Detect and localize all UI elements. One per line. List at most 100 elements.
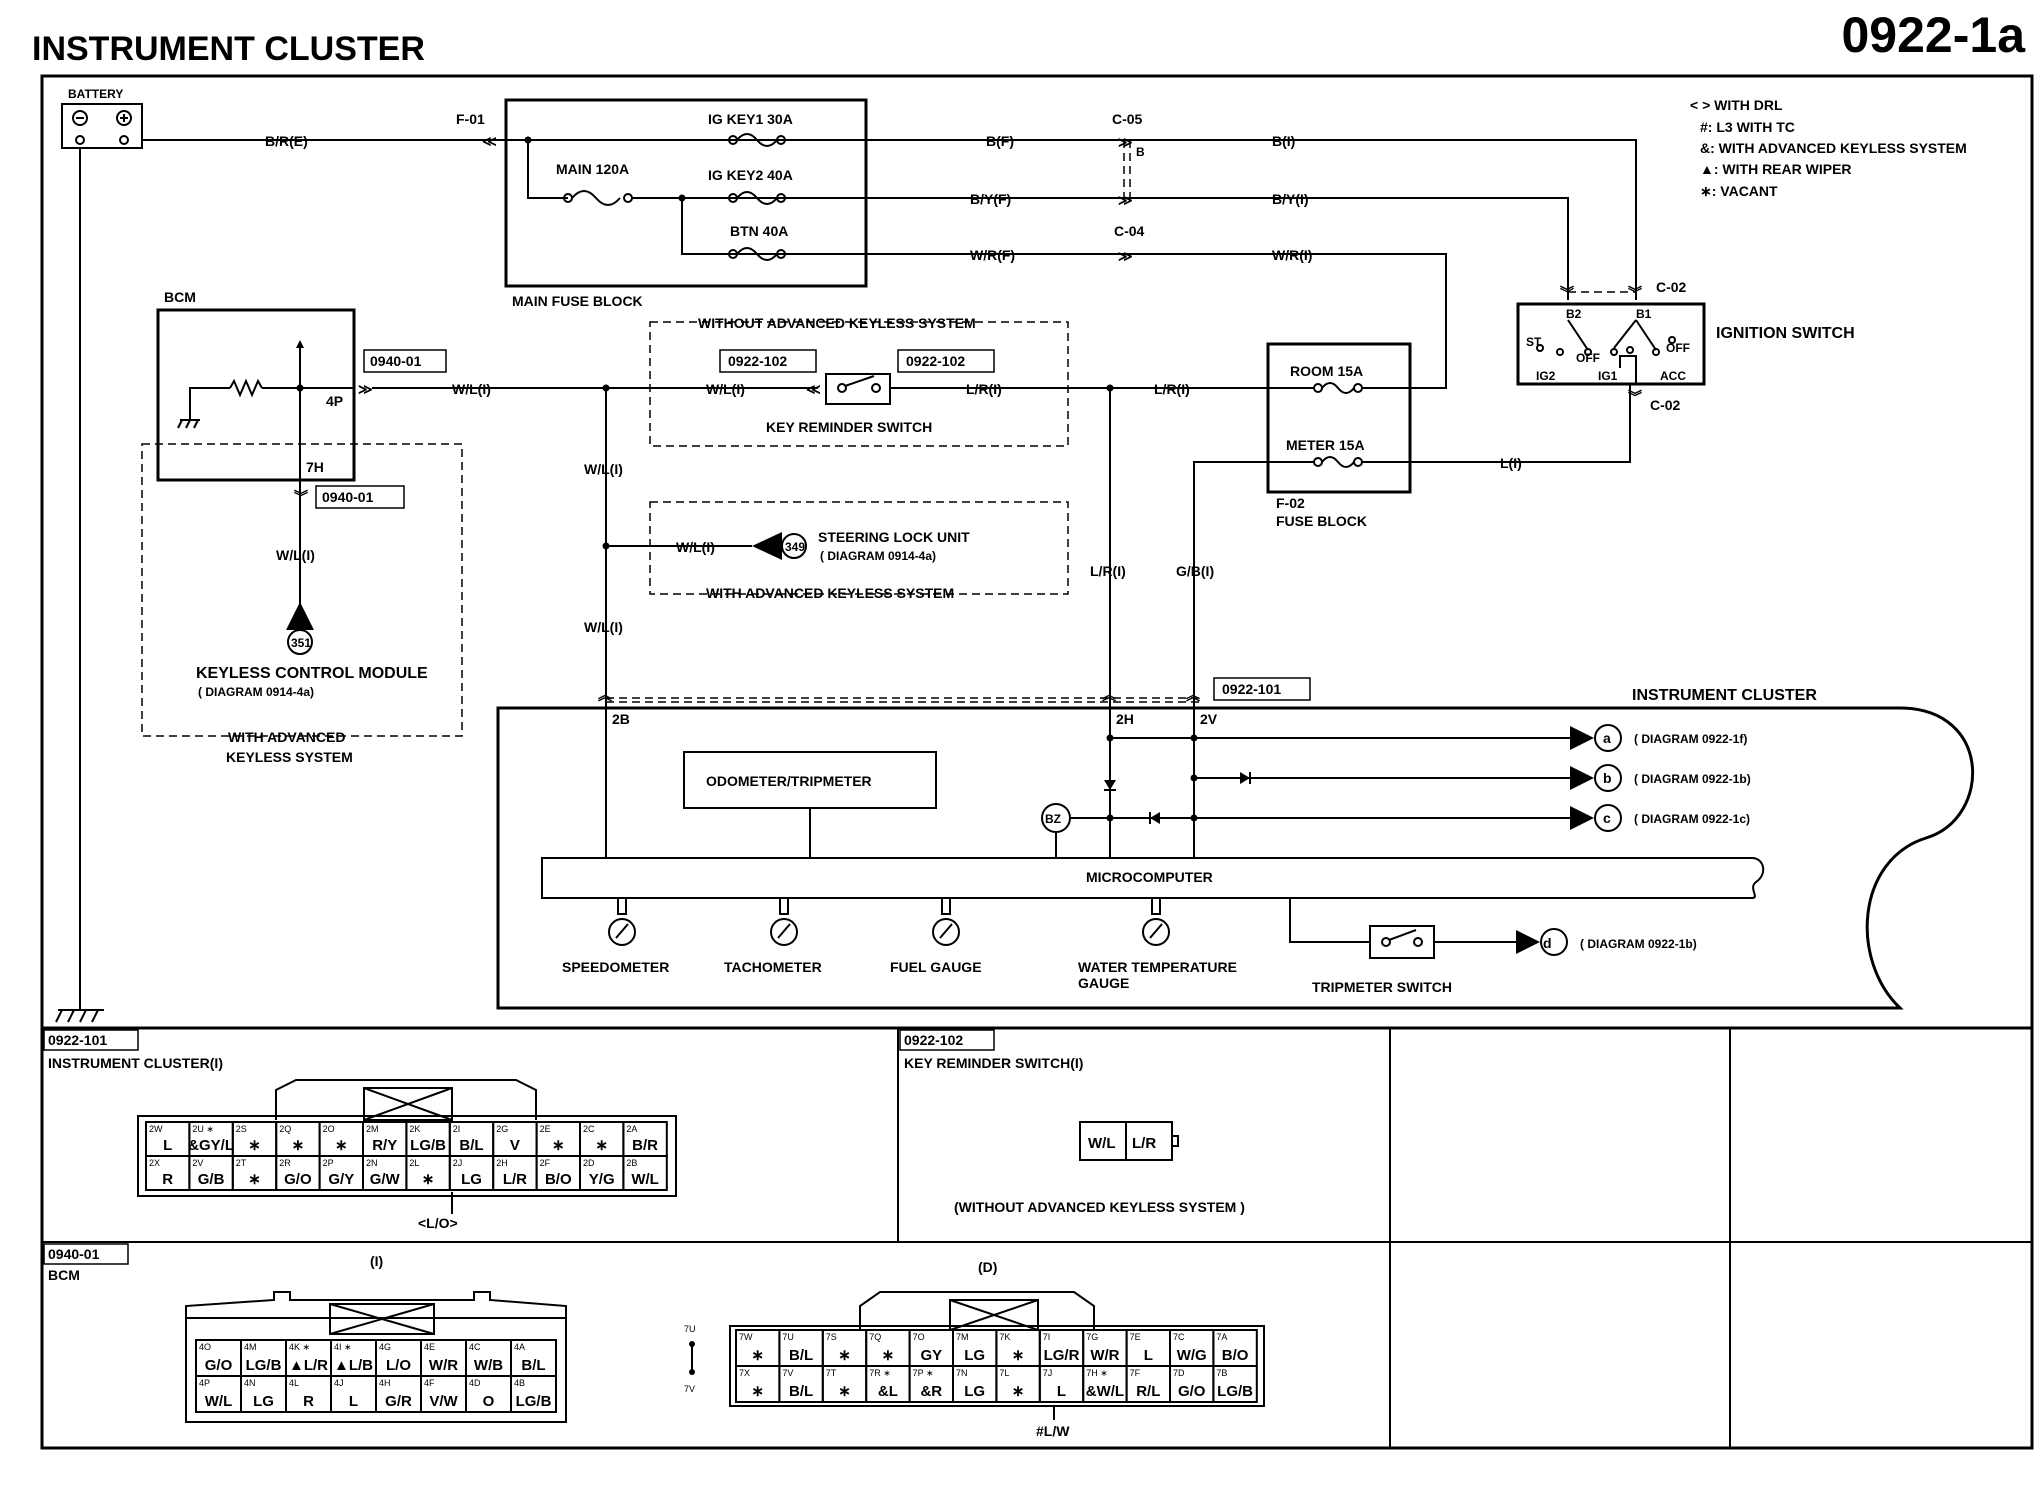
pin-number: 4G [379, 1342, 391, 1352]
pin-number: 4A [514, 1342, 525, 1352]
pin-wire: B/L [459, 1137, 483, 1154]
svg-text:< > WITH DRL: < > WITH DRL [1690, 97, 1783, 113]
pin-number: 7L [999, 1368, 1009, 1378]
wl-bus [372, 384, 1268, 700]
svg-text:≫: ≫ [358, 381, 373, 397]
pin-number: 2B [626, 1158, 637, 1168]
svg-text:B/Y(F): B/Y(F) [970, 191, 1011, 207]
svg-text:(I): (I) [370, 1253, 383, 1269]
svg-text:4P: 4P [326, 393, 343, 409]
buzzer [1041, 803, 1071, 833]
fuse-block-label: FUSE BLOCK [1276, 513, 1367, 529]
svg-text:L/R(I): L/R(I) [1154, 381, 1190, 397]
pin-wire: LG/B [1217, 1383, 1253, 1400]
pin-number: 2L [409, 1158, 419, 1168]
output-refs: a ( DIAGRAM 0922-1f) b ( DIAGRAM 0922-1b… [1543, 730, 1751, 951]
pin-wire: ∗ [552, 1137, 565, 1154]
pin-wire: ∗ [422, 1171, 435, 1188]
pin-number: 2A [626, 1124, 637, 1134]
steering-lock-label: STEERING LOCK UNIT [818, 529, 970, 545]
ignition-switch [1516, 302, 1706, 386]
water-temp-label: WATER TEMPERATURE [1078, 959, 1237, 975]
svg-text:0922-101: 0922-101 [1222, 681, 1281, 697]
pin-wire: W/B [474, 1357, 503, 1374]
ic-connector-title: INSTRUMENT CLUSTER(I) [48, 1055, 223, 1071]
fuse-ig-key1: IG KEY1 30A [708, 111, 793, 127]
pin-wire: G/B [198, 1171, 225, 1188]
pin-number: 4E [424, 1342, 435, 1352]
svg-text:2B: 2B [612, 711, 630, 727]
svg-text:≪: ≪ [482, 133, 497, 149]
pin-number: 7H ∗ [1086, 1368, 1108, 1378]
svg-text:( DIAGRAM 0922-1f): ( DIAGRAM 0922-1f) [1634, 732, 1747, 746]
svg-text:KEYLESS SYSTEM: KEYLESS SYSTEM [226, 749, 353, 765]
pin-wire: R [303, 1393, 314, 1410]
main-fuse-block-label: MAIN FUSE BLOCK [512, 293, 643, 309]
pin-wire: ∗ [335, 1137, 348, 1154]
pin-wire: W/L [205, 1393, 233, 1410]
svg-text:︾: ︾ [1628, 285, 1642, 301]
svg-text:#: L3 WITH TC: #: L3 WITH TC [1700, 119, 1795, 135]
pin-number: 2P [323, 1158, 334, 1168]
pin-wire: LG [253, 1393, 274, 1410]
svg-text:IG2: IG2 [1536, 369, 1556, 383]
pin-wire: L [349, 1393, 358, 1410]
svg-text:( DIAGRAM 0922-1b): ( DIAGRAM 0922-1b) [1580, 937, 1697, 951]
connector-grid [42, 1028, 2032, 1448]
pin-number: 7C [1173, 1332, 1185, 1342]
pin-wire: LG [964, 1347, 985, 1364]
pin-wire: G/O [1178, 1383, 1206, 1400]
svg-text:GAUGE: GAUGE [1078, 975, 1129, 991]
pin-wire: L [1057, 1383, 1066, 1400]
svg-text:(WITHOUT ADVANCED KEYLESS SYST: (WITHOUT ADVANCED KEYLESS SYSTEM ) [954, 1199, 1245, 1215]
svg-text:∗: VACANT: ∗: VACANT [1700, 183, 1778, 199]
svg-text:b: b [1603, 770, 1612, 786]
pin-number: 2G [496, 1124, 508, 1134]
pin-number: 2J [453, 1158, 463, 1168]
svg-text:OFF: OFF [1666, 341, 1690, 355]
pin-wire: ▲L/R [289, 1357, 328, 1374]
pin-wire: LG [461, 1171, 482, 1188]
pin-wire: Y/G [589, 1171, 615, 1188]
svg-text:W/R(F): W/R(F) [970, 247, 1015, 263]
pin-wire: &GY/L [188, 1137, 234, 1154]
fuse-block-f02 [1266, 342, 1412, 494]
svg-text:0940-01: 0940-01 [48, 1246, 100, 1262]
svg-text:d: d [1543, 935, 1552, 951]
pin-wire: ∗ [595, 1137, 608, 1154]
pin-number: 4O [199, 1342, 211, 1352]
pin-wire: V/W [429, 1393, 458, 1410]
pin-wire: B/L [789, 1347, 813, 1364]
pin-wire: G/R [385, 1393, 412, 1410]
pin-wire: ∗ [248, 1137, 261, 1154]
pin-number: 7G [1086, 1332, 1098, 1342]
diagram-number: 0922-1a [1842, 7, 2027, 63]
connector-c04-label: C-04 [1114, 223, 1145, 239]
svg-text:≪: ≪ [806, 381, 821, 397]
key-reminder-option-box [649, 321, 1069, 447]
bcm-box [156, 308, 356, 482]
svg-text:W/L(I): W/L(I) [452, 381, 491, 397]
pin-number: 7M [956, 1332, 969, 1342]
keyless-option-box [141, 443, 463, 737]
pin-cell [510, 1375, 557, 1413]
pin-wire: B/L [521, 1357, 545, 1374]
svg-text:( DIAGRAM 0914-4a): ( DIAGRAM 0914-4a) [820, 549, 936, 563]
svg-text:2V: 2V [1200, 711, 1218, 727]
battery: BATTERY [61, 87, 143, 149]
tachometer-label: TACHOMETER [724, 959, 822, 975]
svg-text:L/R(I): L/R(I) [966, 381, 1002, 397]
pin-number: 7Q [869, 1332, 881, 1342]
svg-text:ACC: ACC [1660, 369, 1686, 383]
pin-number: 2M [366, 1124, 379, 1134]
pin-number: 2T [236, 1158, 247, 1168]
fuse-ig-key2: IG KEY2 40A [708, 167, 793, 183]
pin-number: 4F [424, 1378, 435, 1388]
pin-number: 7V [782, 1368, 793, 1378]
svg-text:351: 351 [291, 636, 311, 650]
pin-number: 2S [236, 1124, 247, 1134]
svg-text:7V: 7V [684, 1384, 695, 1394]
pin-wire: ∗ [751, 1347, 764, 1364]
